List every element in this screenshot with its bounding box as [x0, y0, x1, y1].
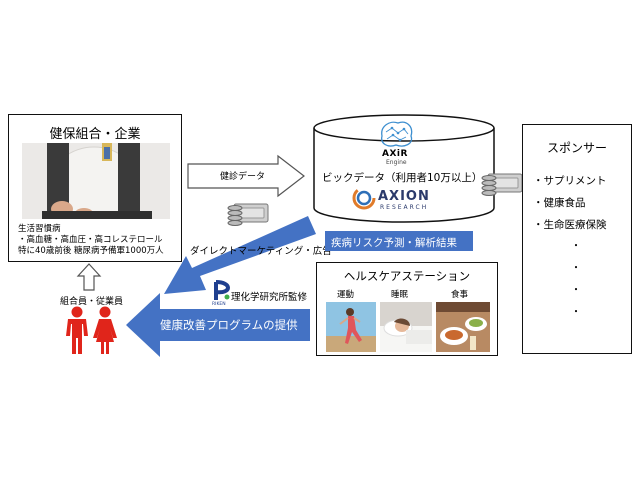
- bigdata-label: ビックデータ（利用者10万以上）: [322, 172, 483, 184]
- direct-marketing-arrow: [164, 216, 316, 294]
- up-arrow: [76, 263, 102, 291]
- direct-marketing-label: ダイレクトマーケティング・広告: [190, 246, 332, 257]
- money-icon: [227, 203, 269, 226]
- sponsor-item-2: ・健康食品: [533, 197, 586, 209]
- axion-brand: AXION: [378, 189, 430, 204]
- female-person-icon: [93, 306, 117, 354]
- insurer-box: 健保組合・企業 生活習慣病 ・高血糖・高血圧・高コレステロール 特に40歳前後 …: [8, 114, 182, 262]
- riken-label: 理化学研究所監修: [231, 292, 308, 303]
- exercise-photo: [326, 302, 376, 352]
- belly-photo: [22, 143, 170, 219]
- station-label-meal: 食事: [451, 290, 469, 300]
- engine-logo-sub: Engine: [386, 159, 407, 166]
- engine-logo-name: AXiR: [382, 149, 408, 159]
- program-label: 健康改善プログラムの提供: [160, 318, 298, 332]
- sponsor-dot-4: ・: [571, 307, 581, 318]
- meal-photo: [436, 302, 490, 352]
- sponsor-title: スポンサー: [546, 141, 607, 155]
- insurer-note-3: 特に40歳前後 糖尿病予備軍1000万人: [18, 246, 164, 256]
- sponsor-item-3: ・生命医療保険: [533, 219, 607, 231]
- program-arrow: [126, 293, 310, 357]
- riken-logo-text: RIKEN: [212, 302, 226, 307]
- station-box: ヘルスケアステーション 運動 睡眠 食事: [316, 262, 498, 356]
- result-badge: [325, 231, 473, 251]
- sponsor-dot-2: ・: [571, 263, 581, 274]
- station-label-exercise: 運動: [337, 290, 355, 300]
- riken-logo-icon: [214, 280, 230, 300]
- sponsor-dot-3: ・: [571, 285, 581, 296]
- money-icon-right: [481, 173, 523, 196]
- station-title: ヘルスケアステーション: [343, 269, 471, 283]
- station-label-sleep: 睡眠: [391, 290, 409, 300]
- checkup-data-label: 健診データ: [220, 172, 266, 182]
- result-badge-label: 疾病リスク予測・解析結果: [331, 237, 457, 249]
- sponsor-dot-1: ・: [571, 241, 581, 252]
- male-person-icon: [66, 306, 88, 354]
- axion-logo-icon: [352, 186, 376, 210]
- insurer-title: 健保組合・企業: [49, 127, 141, 142]
- members-label: 組合員・従業員: [60, 297, 124, 307]
- sponsor-item-1: ・サプリメント: [533, 175, 607, 187]
- sponsor-box: スポンサー ・サプリメント ・健康食品 ・生命医療保険 ・ ・ ・ ・: [522, 124, 632, 354]
- insurer-note-1: 生活習慣病: [18, 224, 61, 234]
- sleep-photo: [380, 302, 432, 352]
- insurer-note-2: ・高血糖・高血圧・高コレステロール: [18, 235, 163, 245]
- checkup-data-arrow: [187, 154, 305, 198]
- axion-brand-sub: RESEARCH: [380, 204, 429, 211]
- brain-icon: [381, 121, 413, 147]
